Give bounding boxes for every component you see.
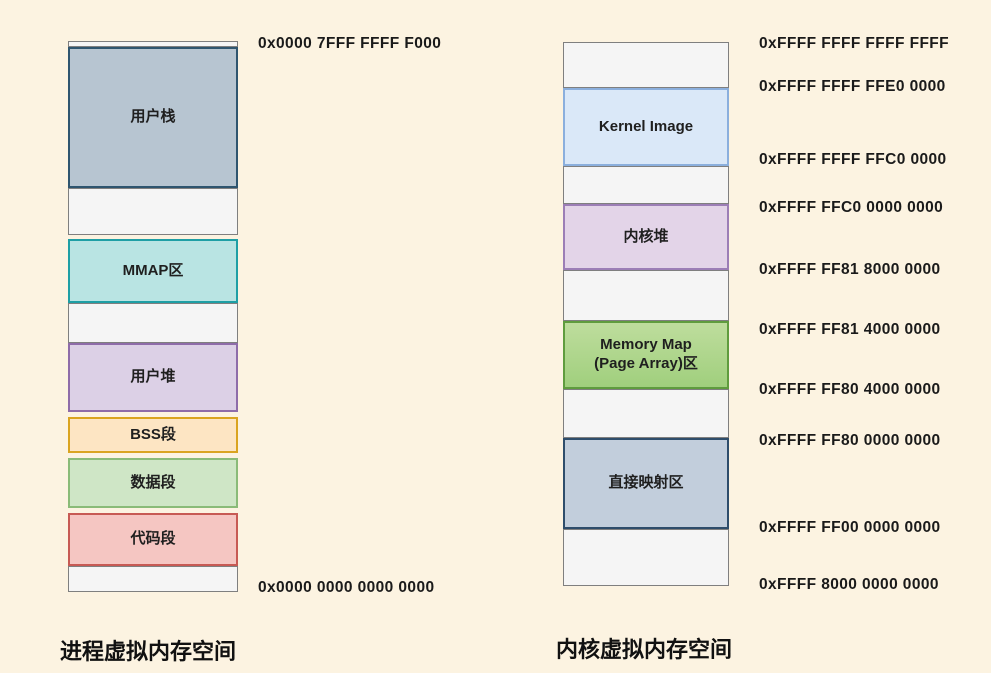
process-address-label: 0x0000 7FFF FFFF F000 bbox=[258, 35, 442, 52]
user-stack-label: 用户栈 bbox=[130, 108, 176, 126]
mmap-area-label: MMAP区 bbox=[122, 261, 184, 279]
process-address-label: 0x0000 0000 0000 0000 bbox=[258, 579, 435, 596]
kernel-image-label: Kernel Image bbox=[598, 117, 694, 135]
kernel-kernel-heap: 内核堆 bbox=[563, 204, 729, 270]
kernel-address-label: 0xFFFF FFC0 0000 0000 bbox=[759, 199, 944, 216]
kernel-address-label: 0xFFFF FF81 8000 0000 bbox=[759, 261, 941, 278]
process-mmap-area: MMAP区 bbox=[68, 239, 238, 303]
data-segment-label: 数据段 bbox=[130, 473, 176, 491]
process-user-stack: 用户栈 bbox=[68, 47, 238, 188]
kernel-unused-region bbox=[563, 42, 729, 88]
process-unused-top-strip bbox=[68, 41, 238, 47]
kernel-memory-column: Kernel Image 内核堆 Memory Map (Page Array)区直… bbox=[563, 0, 729, 673]
kernel-address-label: 0xFFFF FF00 0000 0000 bbox=[759, 519, 941, 536]
kernel-address-label: 0xFFFF FF81 4000 0000 bbox=[759, 321, 941, 338]
kernel-address-label: 0xFFFF FF80 4000 0000 bbox=[759, 381, 941, 398]
kernel-unused-region bbox=[563, 270, 729, 321]
kernel-unused-region bbox=[563, 389, 729, 438]
process-unused-region bbox=[68, 566, 238, 592]
process-unused-region bbox=[68, 188, 238, 235]
kernel-unused-region bbox=[563, 166, 729, 204]
kernel-unused-region bbox=[563, 529, 729, 586]
kernel-memory-map-area: Memory Map (Page Array)区 bbox=[563, 321, 729, 389]
process-user-heap: 用户堆 bbox=[68, 343, 238, 412]
kernel-address-label: 0xFFFF 8000 0000 0000 bbox=[759, 576, 939, 593]
process-space-title: 进程虚拟内存空间 bbox=[60, 639, 237, 664]
process-bss-segment: BSS段 bbox=[68, 417, 238, 453]
kernel-address-label: 0xFFFF FF80 0000 0000 bbox=[759, 432, 941, 449]
kernel-space-title: 内核虚拟内存空间 bbox=[556, 637, 733, 662]
kernel-address-label: 0xFFFF FFFF FFE0 0000 bbox=[759, 78, 946, 95]
kernel-heap-label: 内核堆 bbox=[623, 227, 669, 245]
kernel-kernel-image: Kernel Image bbox=[563, 88, 729, 166]
process-data-segment: 数据段 bbox=[68, 458, 238, 508]
kernel-address-label: 0xFFFF FFFF FFFF FFFF bbox=[759, 35, 950, 52]
direct-mapping-area-label: 直接映射区 bbox=[608, 474, 684, 492]
memory-map-area-label: Memory Map (Page Array)区 bbox=[594, 336, 698, 372]
process-memory-column: 用户栈 MMAP区用户堆 BSS段数据段代码段 bbox=[68, 0, 238, 673]
kernel-address-label: 0xFFFF FFFF FFC0 0000 bbox=[759, 151, 947, 168]
user-heap-label: 用户堆 bbox=[130, 368, 176, 386]
process-unused-region bbox=[68, 303, 238, 343]
kernel-direct-mapping-area: 直接映射区 bbox=[563, 438, 729, 529]
bss-segment-label: BSS段 bbox=[130, 425, 176, 443]
process-code-segment: 代码段 bbox=[68, 513, 238, 566]
code-segment-label: 代码段 bbox=[130, 530, 176, 548]
